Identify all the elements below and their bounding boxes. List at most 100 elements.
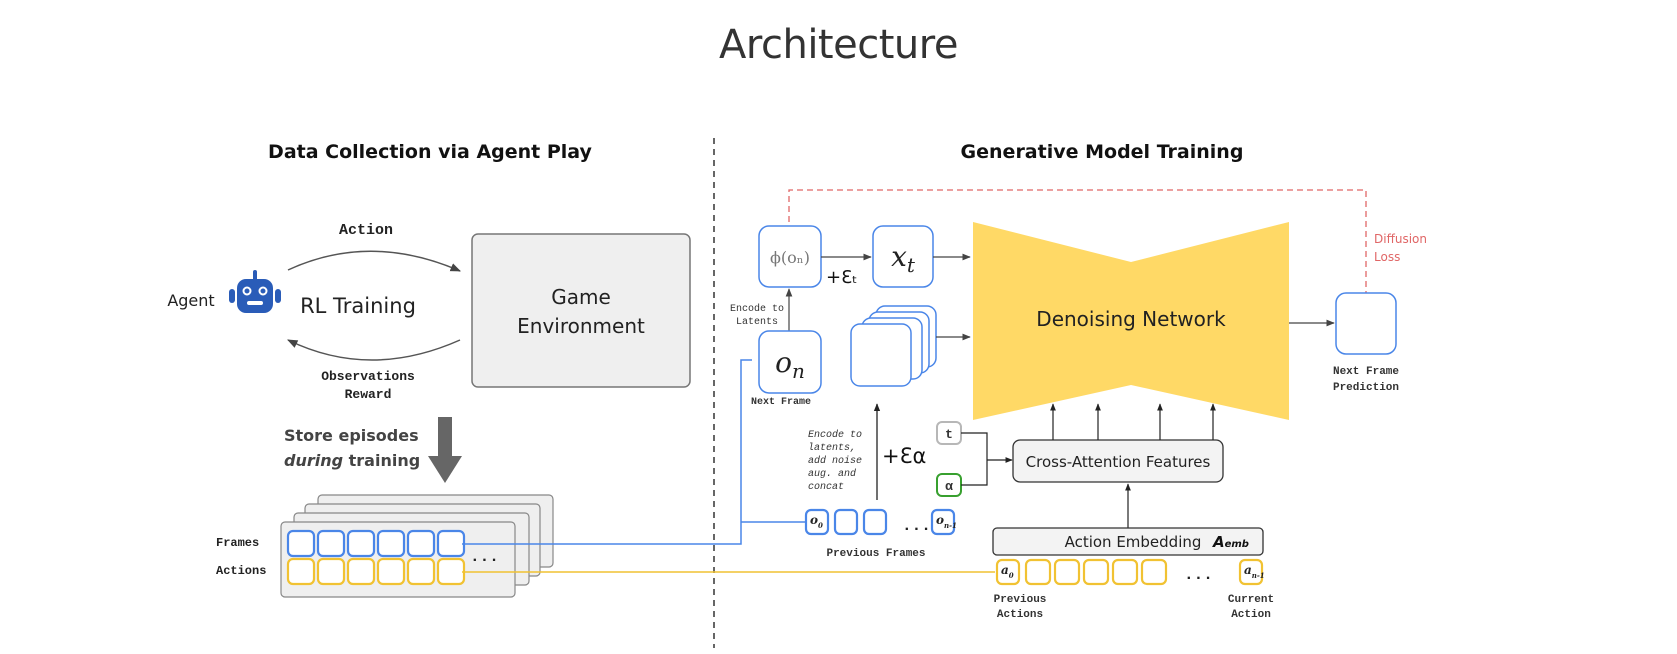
episode-frame-cell bbox=[286, 529, 316, 558]
training-word: training bbox=[343, 451, 420, 470]
rl-training-label: RL Training bbox=[300, 294, 416, 318]
previous-frames-ellipsis: ... bbox=[902, 517, 931, 535]
observations-label: Observations bbox=[321, 369, 415, 384]
frames-connector bbox=[462, 359, 752, 545]
eps-t-label: +Ɛₜ bbox=[826, 267, 857, 288]
observations-arrow bbox=[287, 339, 461, 361]
previous-action-cell bbox=[1082, 558, 1110, 586]
encode-noise-line: concat bbox=[808, 482, 844, 493]
current-action-line1: Current bbox=[1228, 594, 1274, 606]
eps-alpha-label: +Ɛα bbox=[882, 444, 926, 468]
next-frame-label: Next Frame bbox=[751, 397, 811, 408]
encode-latents-line1: Encode to bbox=[730, 303, 784, 315]
cross-attention-arrows bbox=[1050, 403, 1216, 440]
phi-label: ϕ(oₙ) bbox=[770, 248, 810, 267]
episode-action-cell bbox=[346, 557, 376, 586]
encode-noise-line: latents, bbox=[808, 442, 856, 454]
previous-action-a0-label: a0 bbox=[1001, 563, 1014, 580]
episode-frame-cell bbox=[406, 529, 436, 558]
episode-frame-cell bbox=[376, 529, 406, 558]
xt-label: xt bbox=[891, 240, 916, 277]
denoising-network-shape bbox=[973, 222, 1289, 420]
episode-frames-row bbox=[286, 529, 466, 558]
previous-actions-line2: Actions bbox=[997, 609, 1043, 621]
diffusion-loss-line2: Loss bbox=[1374, 250, 1400, 264]
right-panel-heading: Generative Model Training bbox=[961, 141, 1244, 163]
episode-action-cell bbox=[316, 557, 346, 586]
latent-stack-1 bbox=[850, 323, 912, 387]
previous-action-cell bbox=[1140, 558, 1168, 586]
previous-action-a0 bbox=[995, 558, 1021, 586]
encode-noise-line: Encode to bbox=[808, 429, 862, 441]
cross-attention-label: Cross-Attention Features bbox=[1026, 453, 1211, 471]
game-environment-box bbox=[471, 233, 691, 388]
episode-action-cell bbox=[436, 557, 466, 586]
episode-frame-cell bbox=[346, 529, 376, 558]
actions-label: Actions bbox=[216, 564, 266, 578]
store-episodes-line1: Store episodes bbox=[284, 426, 419, 445]
action-embedding-box bbox=[992, 527, 1264, 556]
a-emb-main: A bbox=[1212, 533, 1225, 551]
timestep-token-label: t bbox=[945, 427, 953, 442]
left-panel-heading: Data Collection via Agent Play bbox=[268, 141, 592, 163]
episode-ellipsis: ... bbox=[470, 548, 499, 566]
previous-action-cell bbox=[1111, 558, 1139, 586]
previous-frames-label: Previous Frames bbox=[826, 548, 925, 560]
previous-actions-row: a0 an-1 bbox=[995, 558, 1265, 586]
during-emphasis: during bbox=[284, 451, 343, 470]
encode-noise-line: add noise bbox=[808, 455, 862, 467]
next-frame-box bbox=[758, 330, 822, 394]
denoising-network-label: Denoising Network bbox=[1036, 307, 1226, 331]
action-label: Action bbox=[339, 222, 393, 239]
previous-action-cell bbox=[1053, 558, 1081, 586]
on-label: on bbox=[775, 346, 805, 383]
previous-frame-cell bbox=[862, 508, 888, 536]
previous-actions-line1: Previous bbox=[994, 594, 1047, 606]
previous-frames-row: o0 on-1 bbox=[804, 508, 957, 536]
previous-frame-cell bbox=[833, 508, 859, 536]
diffusion-loss-line bbox=[788, 189, 1367, 293]
game-environment-line2: Environment bbox=[517, 314, 645, 338]
reward-label: Reward bbox=[345, 387, 392, 402]
episode-actions-row bbox=[286, 557, 466, 586]
page-title: Architecture bbox=[719, 22, 958, 68]
current-action-an-1 bbox=[1238, 558, 1264, 586]
alpha-connector bbox=[961, 460, 988, 486]
next-frame-prediction-box bbox=[1335, 292, 1397, 355]
cross-attention-box bbox=[1012, 439, 1224, 483]
previous-frame-on-1-label: on-1 bbox=[936, 513, 957, 530]
a-emb-sub: emb bbox=[1225, 539, 1249, 550]
robot-icon bbox=[229, 270, 281, 313]
encode-latents-line2: Latents bbox=[736, 317, 778, 328]
previous-frame-o0-label: o0 bbox=[810, 513, 823, 530]
previous-frame-on-1 bbox=[930, 508, 956, 536]
episode-action-cell bbox=[376, 557, 406, 586]
agent-label: Agent bbox=[167, 291, 214, 310]
action-arrow bbox=[287, 250, 461, 272]
a-emb-label: Aemb bbox=[1212, 533, 1249, 551]
t-connector bbox=[961, 432, 988, 460]
previous-frame-o0 bbox=[804, 508, 830, 536]
episode-action-cell bbox=[406, 557, 436, 586]
frames-label: Frames bbox=[216, 536, 259, 550]
next-frame-prediction-line2: Prediction bbox=[1333, 382, 1399, 394]
previous-actions-ellipsis: ... bbox=[1184, 566, 1213, 584]
store-down-arrow-icon bbox=[428, 417, 462, 483]
on-sub: n bbox=[792, 359, 805, 383]
store-episodes-line2: during training bbox=[284, 451, 420, 470]
current-action-line2: Action bbox=[1231, 609, 1271, 621]
episode-action-cell bbox=[286, 557, 316, 586]
current-action-an-1-label: an-1 bbox=[1244, 563, 1265, 580]
next-frame-prediction-line1: Next Frame bbox=[1333, 366, 1399, 378]
previous-action-cell bbox=[1024, 558, 1052, 586]
xt-main: x bbox=[891, 240, 907, 273]
action-embedding-label: Action Embedding bbox=[1065, 533, 1202, 551]
game-environment-line1: Game bbox=[551, 285, 611, 309]
xt-sub: t bbox=[907, 253, 916, 277]
on-main: o bbox=[775, 346, 792, 379]
episode-frame-cell bbox=[436, 529, 466, 558]
encode-noise-line: aug. and bbox=[808, 468, 856, 480]
noise-level-token-label: α bbox=[945, 479, 953, 494]
